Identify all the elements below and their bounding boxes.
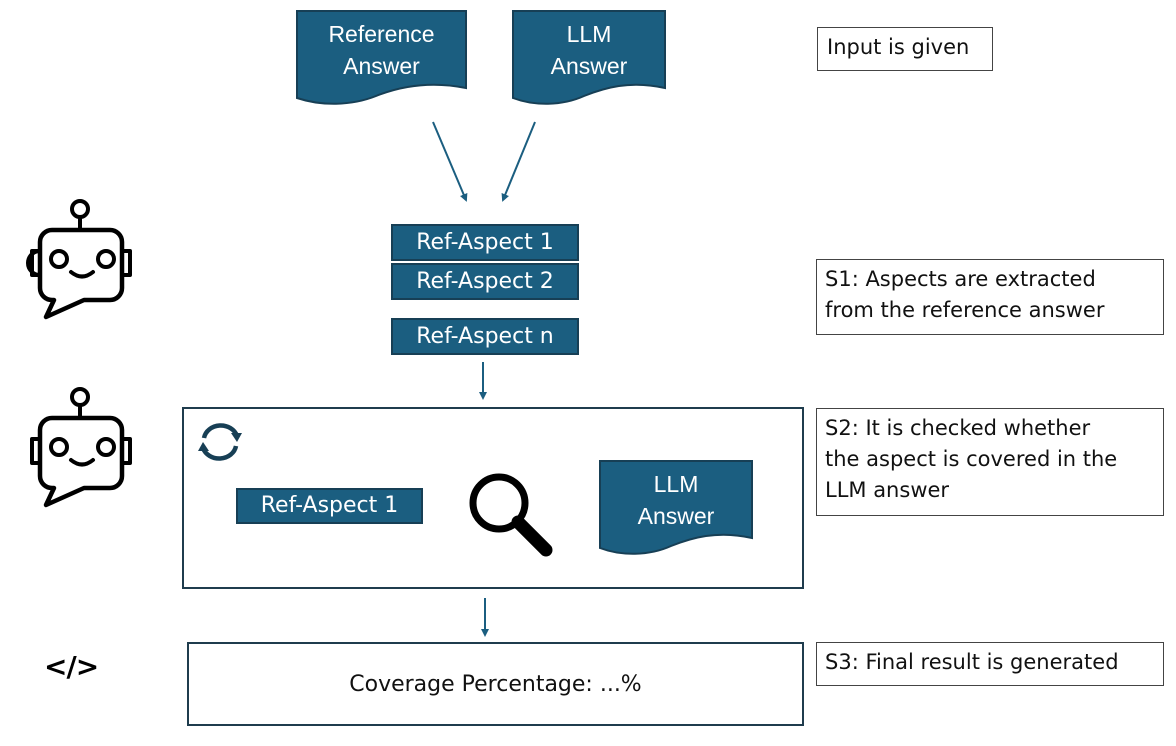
llm-answer-document: LLM Answer	[512, 10, 666, 106]
check-aspect-item: Ref-Aspect 1	[236, 488, 423, 524]
aspect-item: Ref-Aspect n	[391, 318, 579, 355]
code-icon: </>	[44, 650, 99, 683]
document-shape	[599, 460, 753, 555]
note-step-1: S1: Aspects are extracted from the refer…	[816, 259, 1164, 335]
note-s1-line2: from the reference answer	[825, 298, 1105, 322]
document-shape	[512, 10, 666, 105]
note-step-2: S2: It is checked whether the aspect is …	[816, 408, 1164, 516]
note-s3-text: S3: Final result is generated	[825, 650, 1119, 674]
note-s2-line2: the aspect is covered in the	[825, 447, 1118, 471]
aspect-item: Ref-Aspect 1	[391, 224, 579, 261]
llm-answer-line2: Answer	[550, 53, 628, 79]
check-llm-answer-line1: LLM	[653, 471, 699, 497]
reference-answer-document: Reference Answer	[296, 10, 467, 106]
note-input-text: Input is given	[827, 35, 970, 59]
note-input-given: Input is given	[817, 27, 993, 71]
check-llm-answer-document: LLM Answer	[599, 460, 753, 556]
robot-chat-icon	[26, 199, 132, 320]
aspect-item: Ref-Aspect 2	[391, 263, 579, 300]
note-s2-line3: LLM answer	[825, 478, 950, 502]
coverage-percentage-text: Coverage Percentage: ...%	[349, 672, 642, 697]
note-s2-line1: S2: It is checked whether	[825, 416, 1091, 440]
reference-answer-line1: Reference	[328, 21, 435, 47]
reference-answer-line2: Answer	[343, 53, 420, 79]
arrow-reference-to-aspects	[432, 121, 468, 202]
result-box: Coverage Percentage: ...%	[187, 642, 804, 726]
refresh-cycle-icon	[198, 423, 242, 461]
check-llm-answer-line2: Answer	[637, 503, 715, 529]
llm-answer-line1: LLM	[566, 21, 612, 47]
note-step-3: S3: Final result is generated	[816, 642, 1164, 686]
note-s1-line1: S1: Aspects are extracted	[825, 267, 1096, 291]
robot-chat-icon	[30, 387, 132, 508]
document-shape	[296, 10, 467, 105]
arrow-llm-to-aspects	[501, 121, 536, 202]
magnifying-glass-icon	[469, 473, 553, 557]
